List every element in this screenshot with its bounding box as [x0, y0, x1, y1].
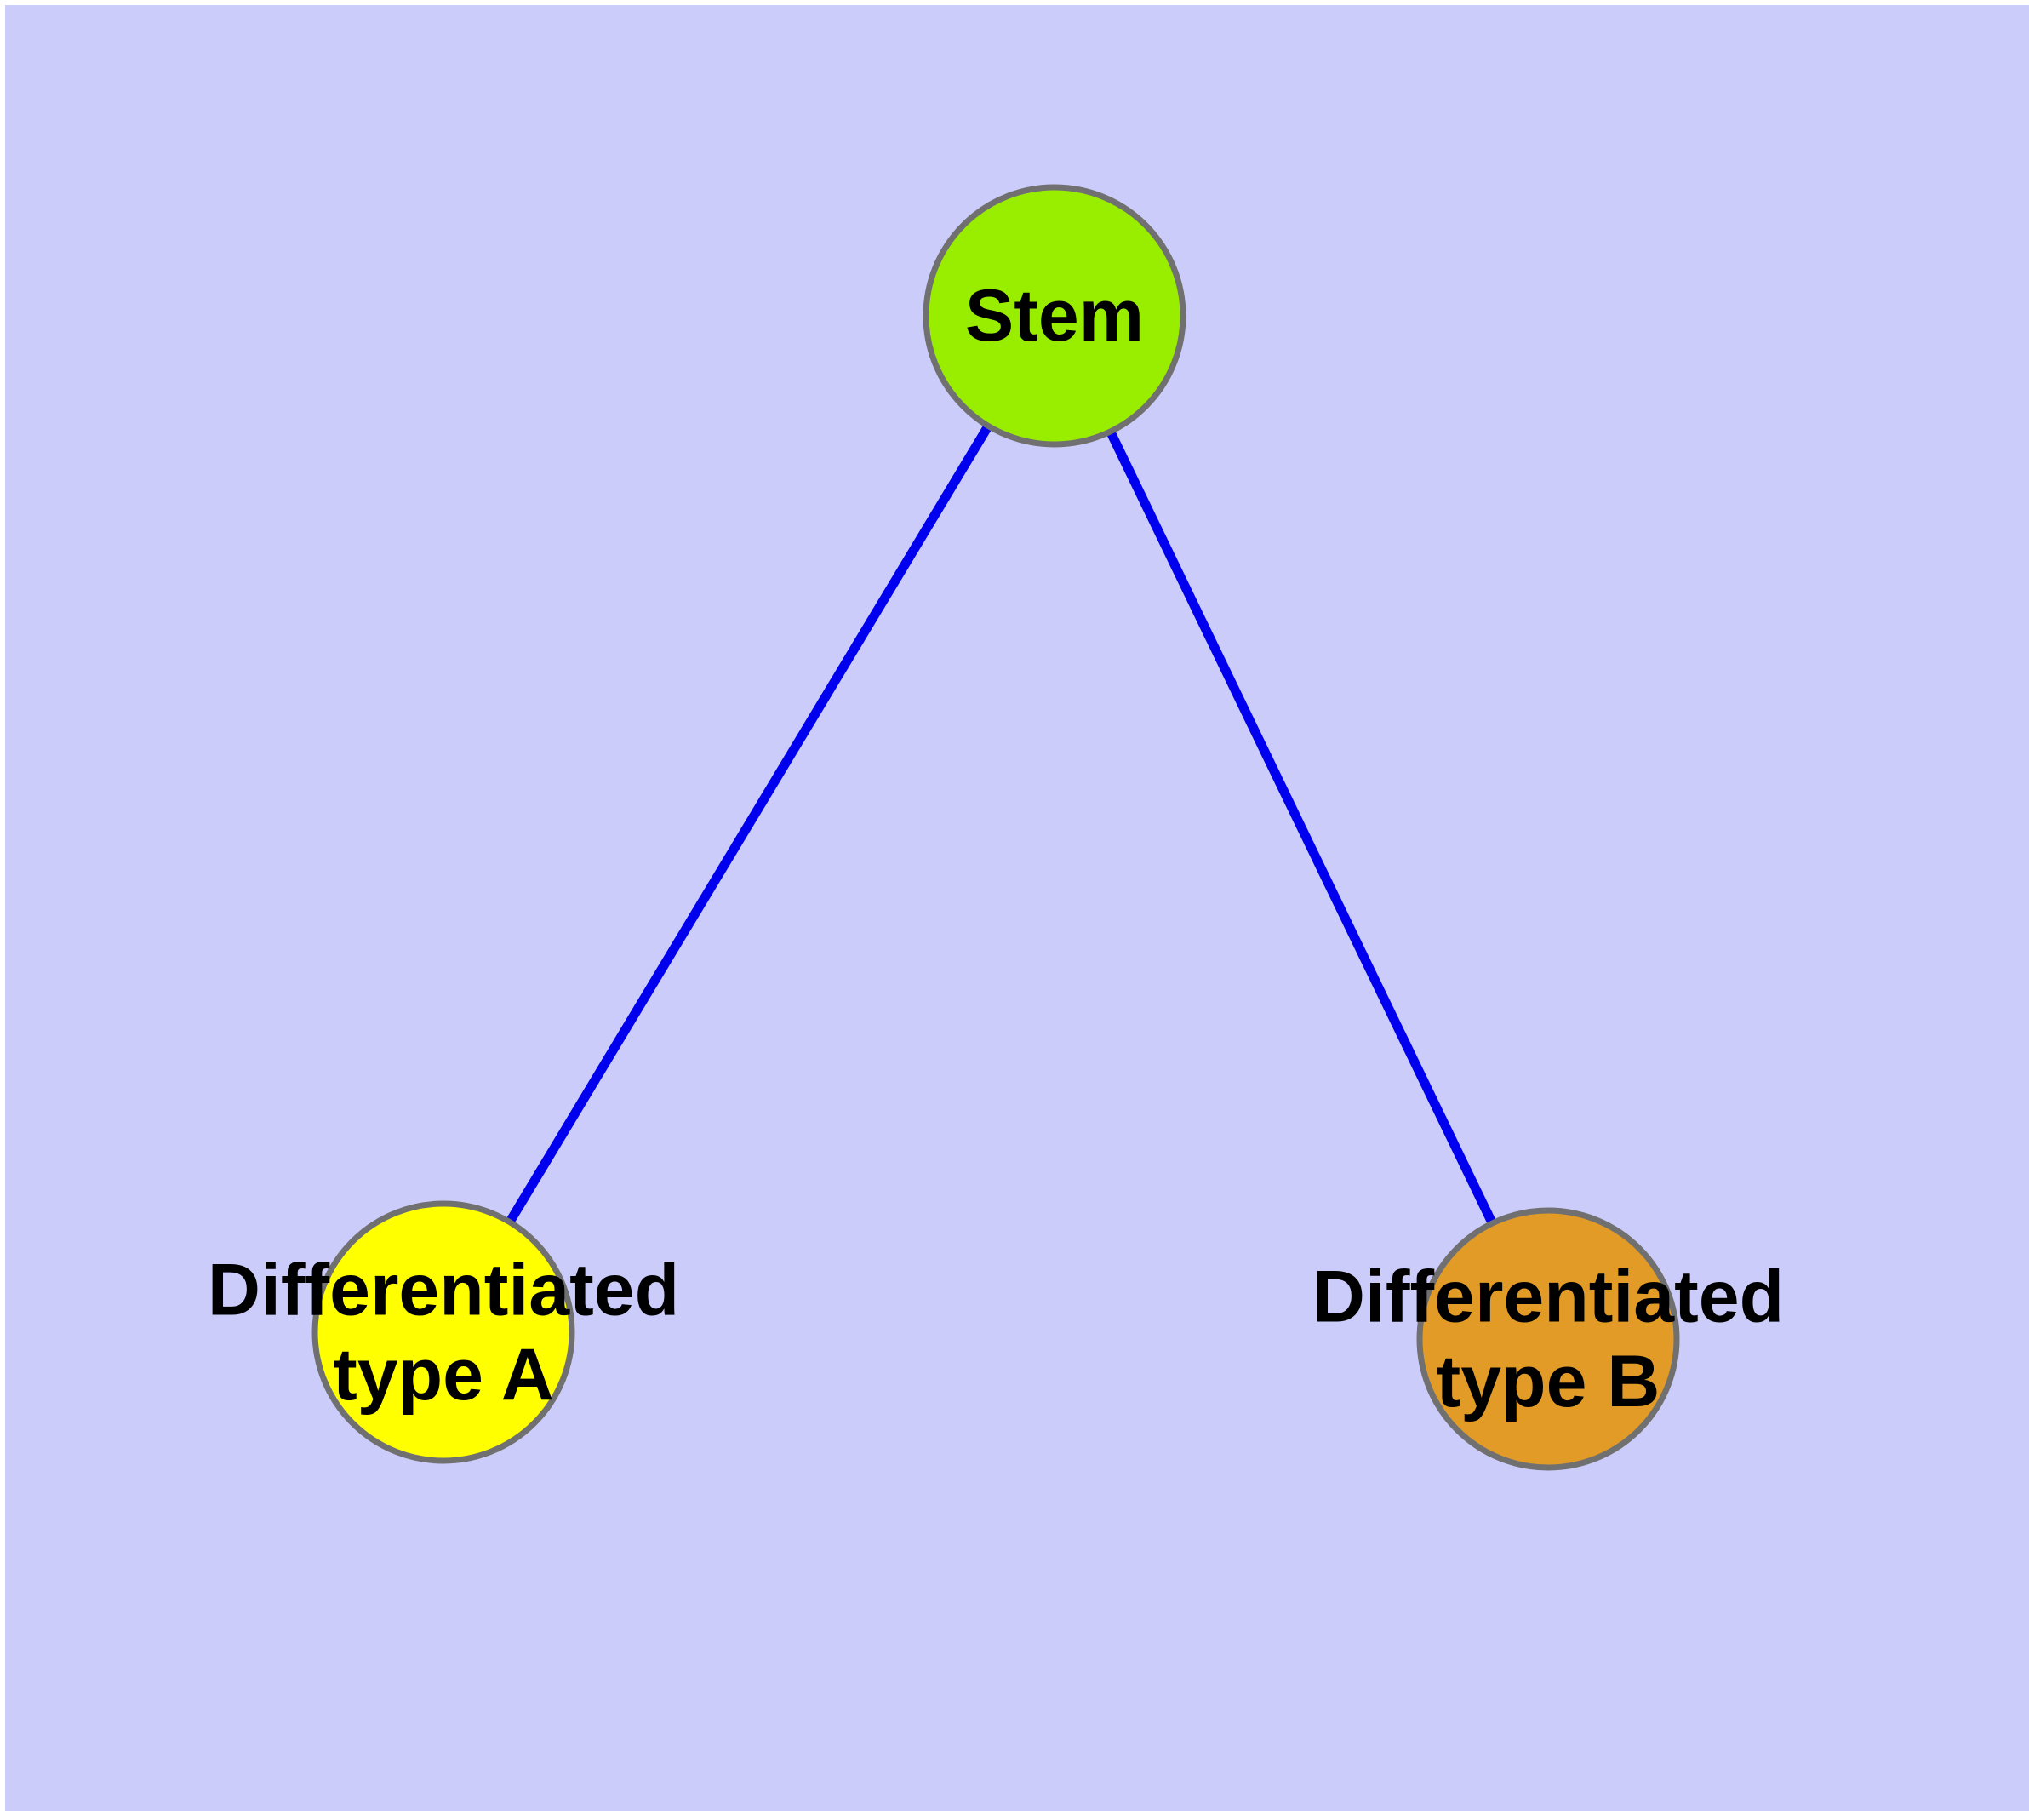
graph-node-label-line: type B [1437, 1341, 1660, 1422]
graph-edge[interactable] [505, 421, 993, 1227]
graph-node-label-stem: Stem [965, 275, 1144, 357]
graph-node-diff_a[interactable] [311, 1200, 575, 1464]
graph-node-diff_b[interactable] [1416, 1207, 1680, 1471]
graph-node-label-line: Stem [965, 275, 1144, 357]
edges-layer [505, 421, 1498, 1228]
graph-node-label-line: Differentiated [208, 1249, 679, 1331]
graph-node-stem[interactable] [923, 184, 1186, 448]
graph-node-label-line: type A [333, 1334, 554, 1416]
graph-edge[interactable] [1105, 427, 1498, 1228]
graph-node-label-line: Differentiated [1312, 1256, 1784, 1337]
nodes-layer [311, 184, 1680, 1471]
